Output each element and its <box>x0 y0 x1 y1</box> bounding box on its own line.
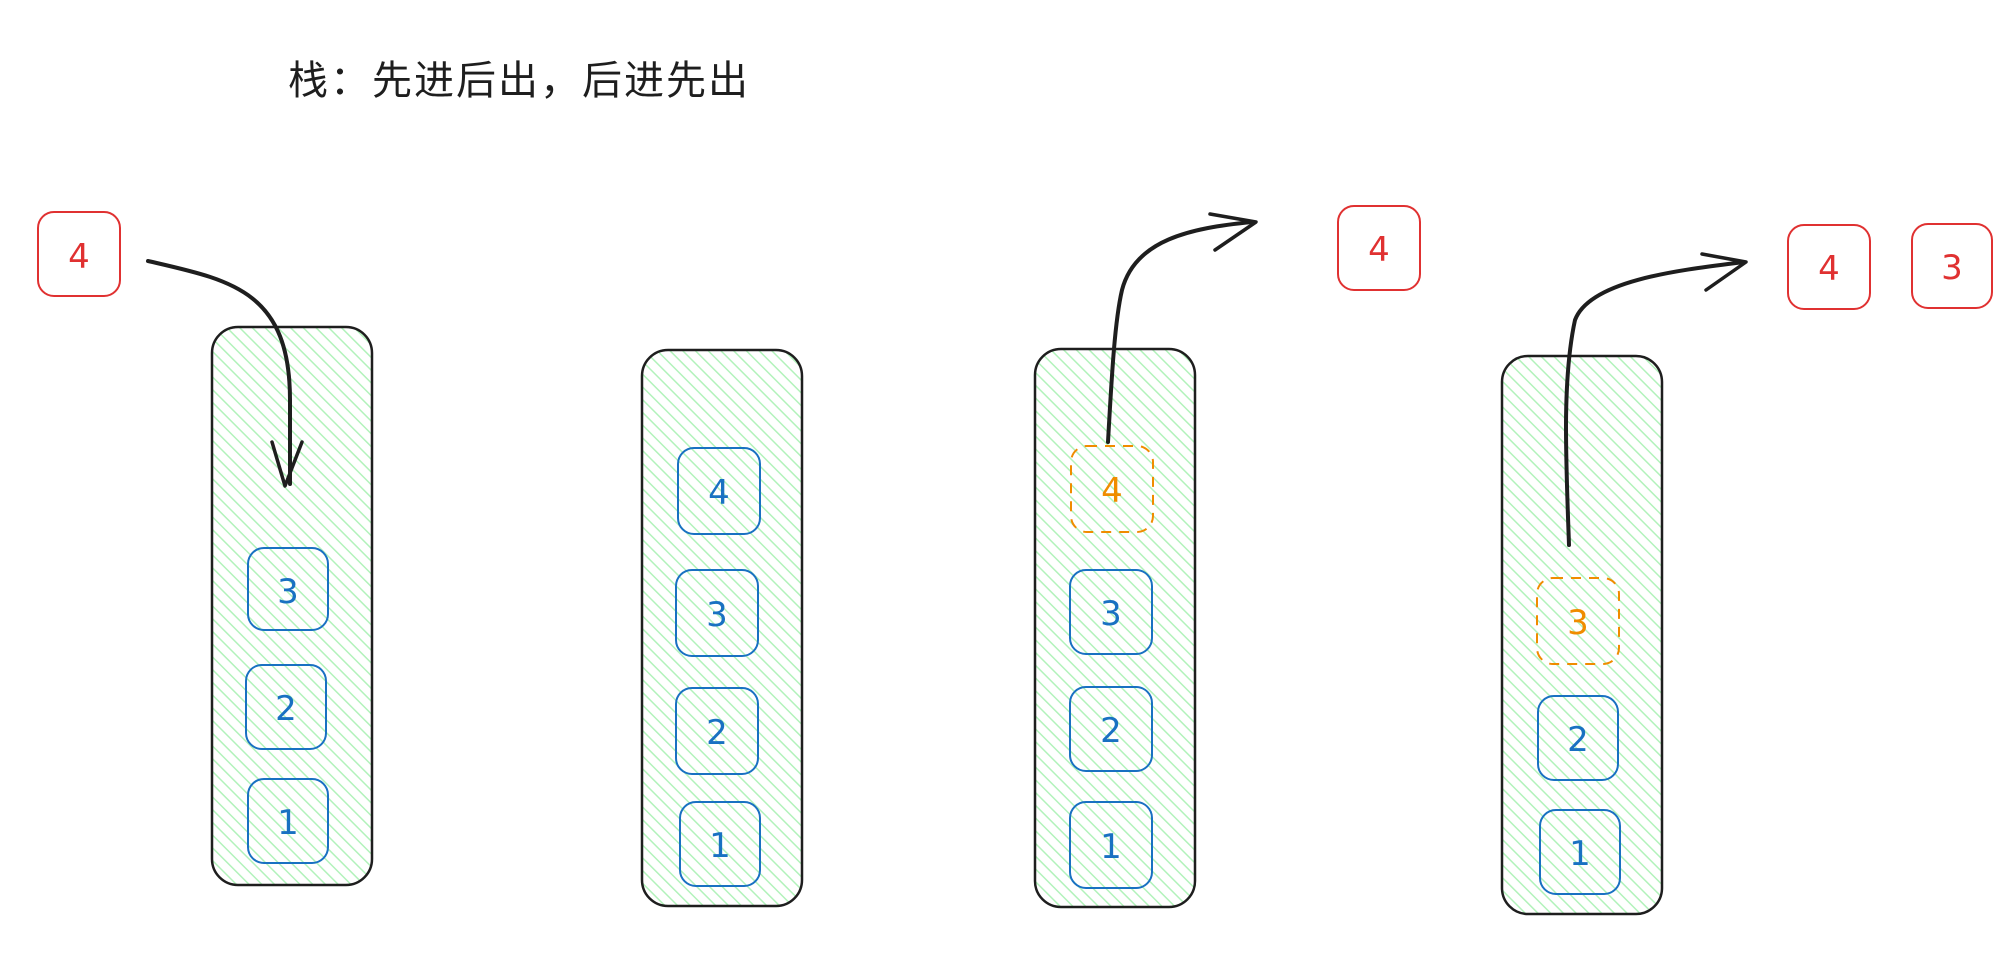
stack-item-label: 1 <box>1569 834 1591 874</box>
stack-item-label: 2 <box>1100 711 1122 751</box>
output-item: 4 <box>1337 205 1421 291</box>
incoming-item-label: 4 <box>68 237 90 277</box>
stack-item: 3 <box>1069 569 1153 655</box>
stack-4: 3 2 1 4 3 <box>1500 223 1993 916</box>
stack-item-label: 1 <box>277 803 299 843</box>
stack-item: 1 <box>679 801 761 887</box>
push-arrow <box>146 259 304 488</box>
output-item-label: 4 <box>1368 230 1390 270</box>
output-item-label: 3 <box>1941 248 1963 288</box>
stack-item-label: 4 <box>708 473 730 513</box>
stack-item-label: 3 <box>1100 594 1122 634</box>
pop-arrow <box>1563 252 1748 547</box>
popping-item-label: 3 <box>1567 603 1589 643</box>
diagram-title: 栈：先进后出，后进先出 <box>288 58 750 104</box>
popping-item-label: 4 <box>1101 471 1123 511</box>
popping-item: 4 <box>1070 445 1154 533</box>
output-item: 4 <box>1787 224 1871 310</box>
stack-item: 1 <box>1539 809 1621 895</box>
stack-item: 1 <box>1069 801 1153 889</box>
stack-2: 4 3 2 1 <box>640 348 804 908</box>
popping-item: 3 <box>1536 577 1620 665</box>
output-item-label: 4 <box>1818 249 1840 289</box>
stack-3: 4 3 2 1 4 <box>1033 205 1421 909</box>
stack-item-label: 1 <box>709 826 731 866</box>
stack-item: 2 <box>1069 686 1153 772</box>
stack-item-label: 1 <box>1100 827 1122 867</box>
stack-item: 4 <box>677 447 761 535</box>
stack-item: 2 <box>1537 695 1619 781</box>
stack-item-label: 2 <box>275 689 297 729</box>
stack-item-label: 2 <box>1567 720 1589 760</box>
stack-item: 2 <box>675 687 759 775</box>
stack-item: 2 <box>245 664 327 750</box>
stack-item: 1 <box>247 778 329 864</box>
stack-1: 3 2 1 <box>210 325 374 887</box>
stack-item-label: 2 <box>706 713 728 753</box>
stack-item: 3 <box>675 569 759 657</box>
incoming-item: 4 <box>37 211 121 297</box>
stack-item-label: 3 <box>706 595 728 635</box>
stack-item: 3 <box>247 547 329 631</box>
pop-arrow <box>1106 212 1258 444</box>
stack-container <box>640 348 804 908</box>
stack-item-label: 3 <box>277 572 299 612</box>
output-item: 3 <box>1911 223 1993 309</box>
